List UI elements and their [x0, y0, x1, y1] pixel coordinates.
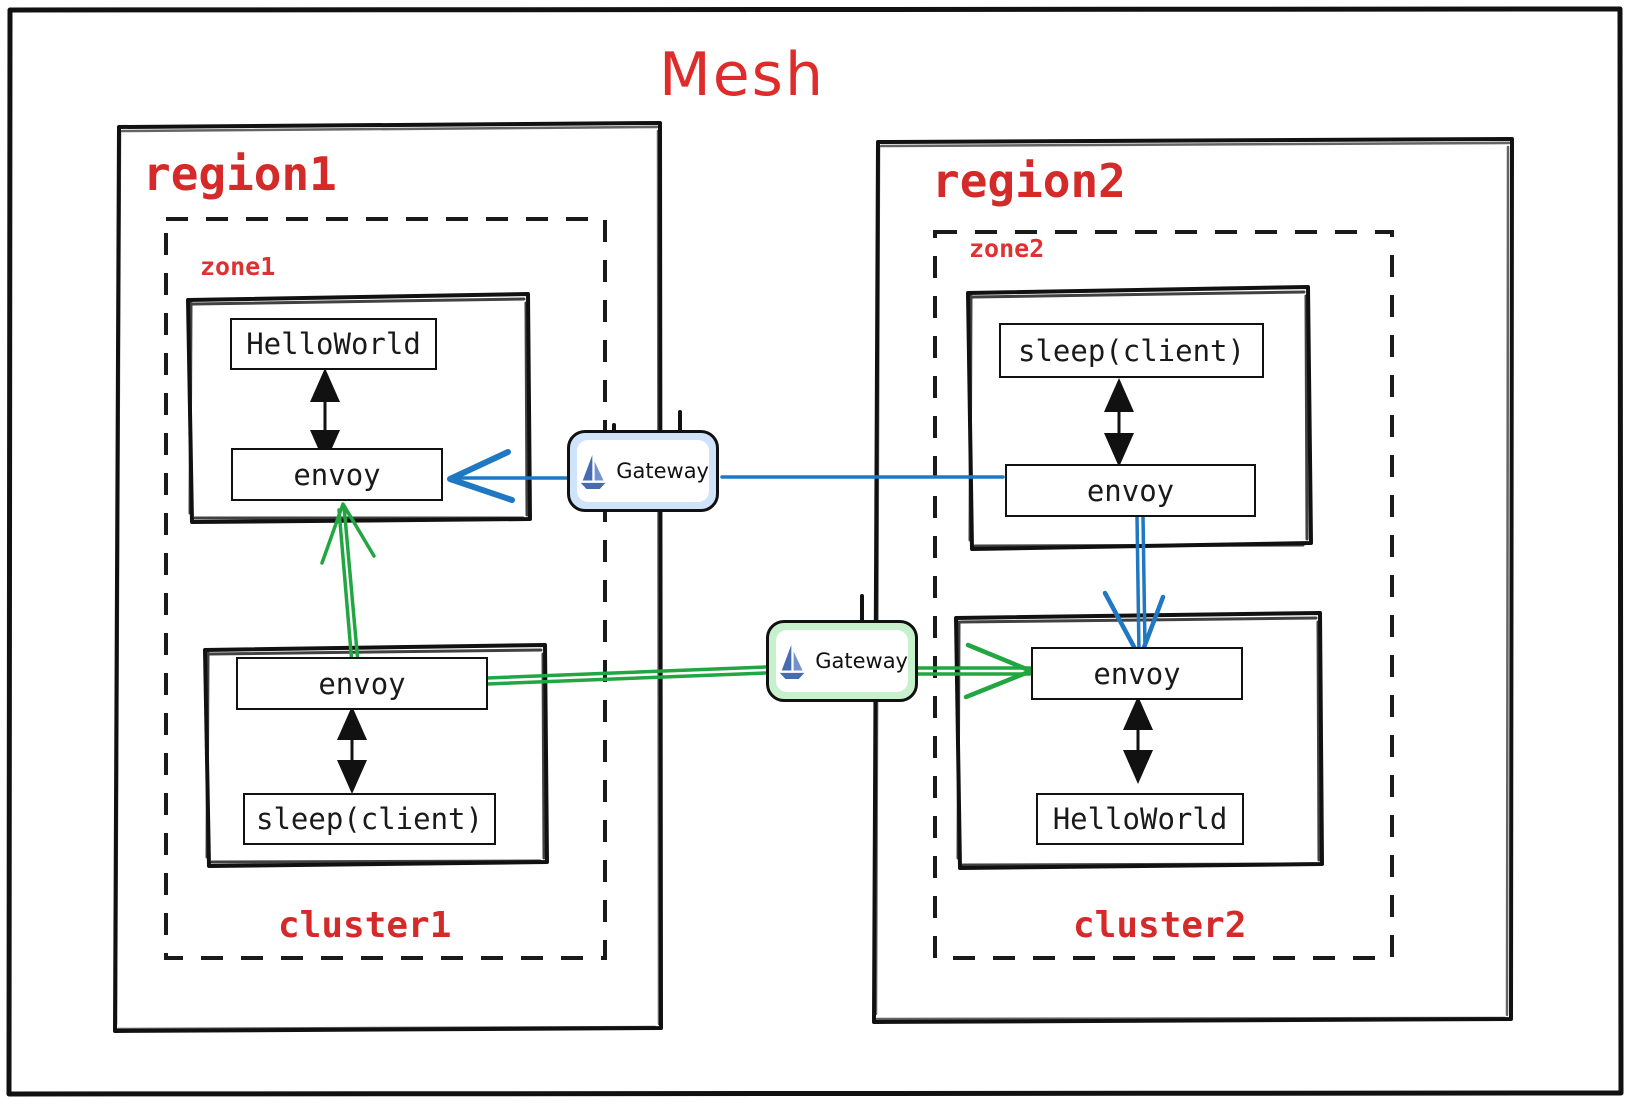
pod-c2-sleep-outline [966, 285, 1313, 551]
gateway-green-label: Gateway [815, 649, 908, 673]
flow-blue-path [447, 410, 1166, 661]
region2-frame [872, 137, 1514, 1024]
arrow-c1-helloworld-envoy [310, 368, 340, 464]
container-label: HelloWorld [1052, 802, 1228, 836]
cluster2-dashed-boundary [933, 230, 1394, 960]
flow-green-path [320, 502, 1034, 700]
container-label: envoy [1093, 656, 1181, 691]
cluster1-dashed-boundary [164, 217, 607, 960]
region1-frame [113, 121, 663, 1033]
istio-sailboat-icon [779, 644, 805, 680]
container-label: envoy [318, 666, 406, 701]
arrow-c2-helloworld-envoy [1123, 696, 1153, 784]
container-label: HelloWorld [246, 327, 421, 361]
container-c1-sleep-app[interactable]: sleep(client) [243, 793, 496, 845]
container-label: envoy [293, 457, 381, 492]
container-label: sleep(client) [256, 802, 483, 836]
container-c1-sleep-envoy[interactable]: envoy [236, 657, 488, 710]
container-c2-helloworld-app[interactable]: HelloWorld [1036, 793, 1244, 845]
gateway-blue[interactable]: Gateway [567, 430, 719, 512]
arrow-c2-sleep-envoy [1104, 378, 1134, 467]
mesh-outer-frame [6, 6, 1624, 1097]
container-c2-sleep-envoy[interactable]: envoy [1005, 464, 1256, 517]
pod-c1-helloworld-outline [186, 292, 532, 524]
container-label: envoy [1086, 473, 1175, 508]
istio-sailboat-icon [580, 454, 606, 490]
gateway-green-inner: Gateway [776, 630, 908, 692]
container-label: sleep(client) [1018, 333, 1245, 368]
container-c2-sleep-app[interactable]: sleep(client) [999, 323, 1264, 378]
arrow-c1-sleep-envoy [337, 706, 367, 794]
gateway-green[interactable]: Gateway [766, 620, 918, 702]
gateway-blue-inner: Gateway [577, 440, 709, 502]
container-c1-helloworld-envoy[interactable]: envoy [231, 448, 443, 501]
gateway-blue-label: Gateway [616, 459, 709, 483]
container-c1-helloworld-app[interactable]: HelloWorld [230, 318, 437, 370]
container-c2-helloworld-envoy[interactable]: envoy [1031, 647, 1243, 700]
pod-c1-sleep-outline [203, 643, 549, 868]
